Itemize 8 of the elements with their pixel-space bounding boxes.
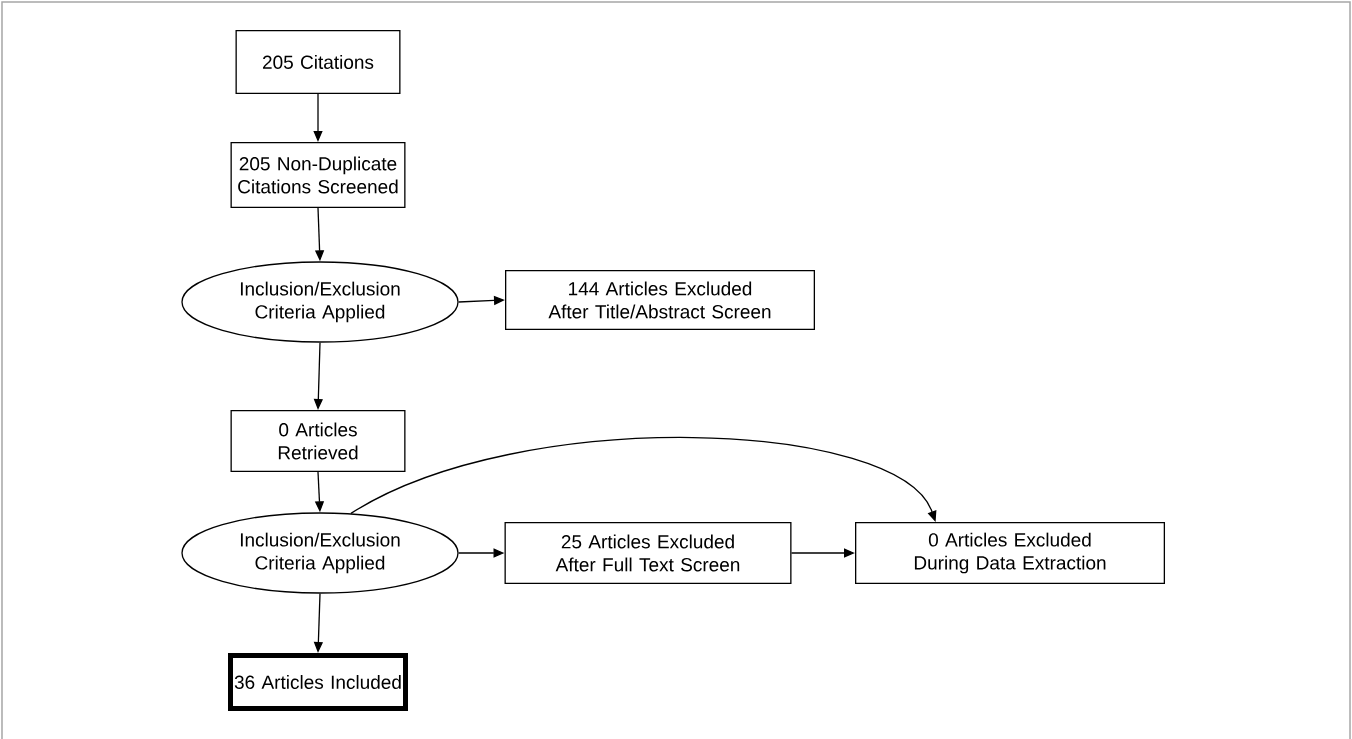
- process-box: 0 Articles Excluded During Data Extraction: [855, 522, 1165, 584]
- result-box: 36 Articles Included: [228, 653, 408, 711]
- process-box: 144 Articles Excluded After Title/Abstract Screen: [505, 270, 815, 330]
- process-box: 205 Non-Duplicate Citations Screened: [230, 142, 406, 208]
- arrow: [350, 436, 937, 522]
- process-box: 205 Citations: [235, 30, 401, 94]
- process-box: 0 Articles Retrieved: [230, 410, 406, 472]
- process-box: 25 Articles Excluded After Full Text Screen: [504, 522, 792, 584]
